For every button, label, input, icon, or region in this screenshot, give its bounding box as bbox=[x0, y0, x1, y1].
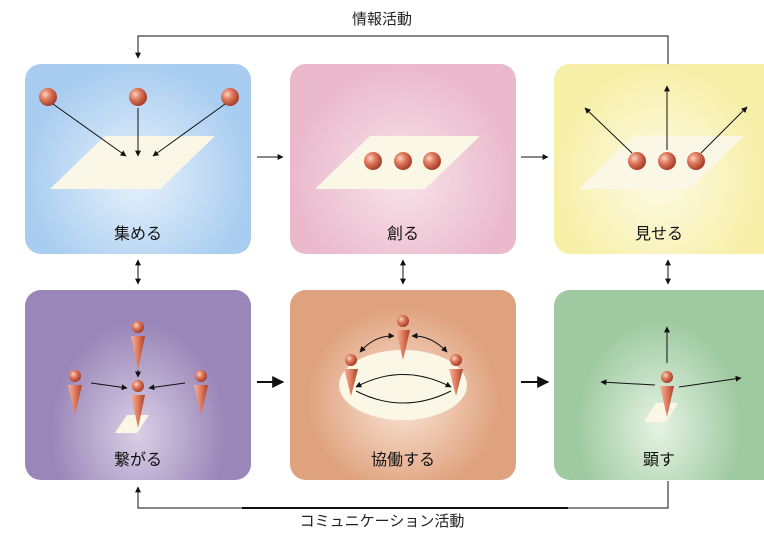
sphere bbox=[394, 152, 412, 170]
figure-right bbox=[194, 370, 208, 415]
sheet bbox=[644, 403, 678, 422]
connect-illustration bbox=[68, 321, 208, 433]
manifest-illustration bbox=[600, 326, 742, 422]
card-manifest: 顕す bbox=[554, 290, 764, 480]
sphere bbox=[129, 88, 147, 106]
create-illustration bbox=[315, 136, 480, 189]
information-loop-arrow bbox=[135, 35, 669, 64]
communication-activity-label: コミュニケーション活動 bbox=[299, 512, 465, 530]
sheet bbox=[115, 415, 149, 433]
sheet bbox=[50, 136, 215, 189]
card-collaborate: 協働する bbox=[290, 290, 516, 480]
sphere bbox=[658, 152, 676, 170]
sphere bbox=[364, 152, 382, 170]
card-show-label: 見せる bbox=[634, 224, 683, 243]
sphere bbox=[628, 152, 646, 170]
sphere bbox=[39, 88, 57, 106]
collect-illustration bbox=[39, 88, 239, 189]
figure-center bbox=[660, 371, 674, 417]
collaborate-illustration bbox=[339, 315, 467, 420]
figure-right bbox=[449, 354, 463, 396]
card-create-label: 創る bbox=[386, 224, 419, 243]
communication-loop-arrow bbox=[135, 481, 669, 509]
card-collaborate-label: 協働する bbox=[370, 450, 435, 469]
figure-top bbox=[396, 315, 410, 360]
card-manifest-label: 顕す bbox=[642, 450, 675, 469]
sphere bbox=[423, 152, 441, 170]
sphere bbox=[687, 152, 705, 170]
figure-left bbox=[68, 370, 82, 415]
figure-top bbox=[131, 321, 145, 370]
card-connect: 繋がる bbox=[25, 290, 251, 480]
card-show: 見せる bbox=[554, 64, 764, 254]
sphere bbox=[221, 88, 239, 106]
figure-left bbox=[344, 354, 358, 396]
show-illustration bbox=[579, 85, 748, 189]
card-connect-label: 繋がる bbox=[113, 450, 162, 469]
card-create: 創る bbox=[290, 64, 516, 254]
information-activity-label: 情報活動 bbox=[351, 10, 412, 28]
card-collect-label: 集める bbox=[113, 224, 162, 243]
card-collect: 集める bbox=[25, 64, 251, 254]
figure-center bbox=[131, 380, 145, 428]
